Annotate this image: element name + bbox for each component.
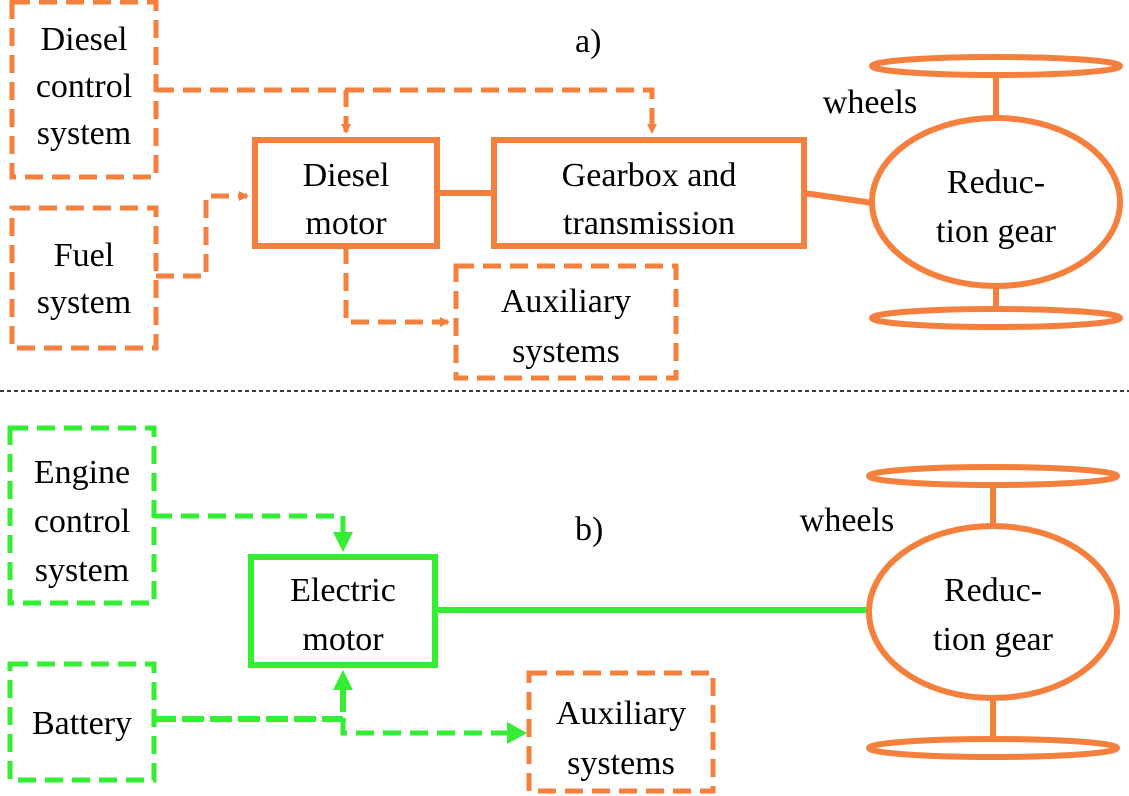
- gearbox-reduction-shaft: [803, 190, 874, 206]
- diesel-control-line2: control: [36, 68, 132, 105]
- auxiliary-b-line1: Auxiliary: [556, 695, 686, 732]
- auxiliary-a-line2: systems: [512, 333, 620, 370]
- reduction-gear-b-line1: Reduc-: [944, 572, 1042, 609]
- fuel-system-box: [9, 205, 159, 351]
- reduction-gear-b-line2: tion gear: [933, 621, 1054, 658]
- battery-to-motor-arrow: [154, 688, 346, 722]
- engine-control-line2: control: [34, 503, 130, 540]
- auxiliary-b-line2: systems: [567, 745, 675, 782]
- engine-control-line1: Engine: [34, 454, 130, 491]
- wheels-a-label: wheels: [823, 84, 917, 121]
- diesel-motor-line1: Diesel: [303, 157, 390, 194]
- reduction-gear-a-line1: Reduc-: [947, 164, 1045, 201]
- panel-a-label: a): [575, 23, 601, 60]
- auxiliary-b-box: [526, 670, 716, 794]
- gearbox-line1: Gearbox and: [562, 157, 737, 194]
- fuel-to-motor-arrow: [156, 191, 249, 279]
- fuel-system-line2: system: [37, 284, 131, 321]
- wheel-b-bottom: [866, 736, 1120, 760]
- motor-to-auxiliary-arrow: [343, 246, 450, 327]
- reduction-gear-a-line2: tion gear: [936, 213, 1057, 250]
- engine-control-to-motor-arrow: [154, 513, 346, 537]
- wheel-a-bottom: [869, 306, 1123, 330]
- battery-to-auxiliary-arrow: [340, 719, 510, 736]
- gearbox-line2: transmission: [563, 205, 735, 242]
- control-to-motor-arrow: [156, 87, 351, 134]
- diesel-control-line3: system: [37, 115, 131, 152]
- diesel-control-line1: Diesel: [41, 21, 128, 58]
- fuel-system-line1: Fuel: [54, 237, 114, 274]
- electric-motor-line2: motor: [302, 621, 384, 658]
- control-to-gearbox-arrow: [346, 87, 657, 134]
- wheel-a-top: [869, 54, 1123, 78]
- engine-control-line3: system: [35, 552, 129, 589]
- electric-motor-line1: Electric: [290, 572, 396, 609]
- reduction-gear-b: [866, 523, 1120, 701]
- auxiliary-a-box: [453, 263, 679, 381]
- panel-b-label: b): [575, 511, 603, 548]
- auxiliary-a-line1: Auxiliary: [501, 283, 631, 320]
- panel-b: b) Engine control system Battery Electri…: [7, 425, 1120, 794]
- engine-control-arrowhead: [333, 532, 353, 552]
- panel-a: a) Diesel control system Fuel system Die…: [9, 0, 1123, 381]
- wheel-b-top: [866, 464, 1120, 488]
- battery-label: Battery: [32, 705, 132, 742]
- battery-motor-arrowhead: [333, 670, 353, 690]
- diesel-motor-line2: motor: [305, 205, 387, 242]
- wheels-b-label: wheels: [800, 502, 894, 539]
- auxiliary-b-arrowhead: [507, 722, 527, 744]
- reduction-gear-a: [869, 115, 1123, 289]
